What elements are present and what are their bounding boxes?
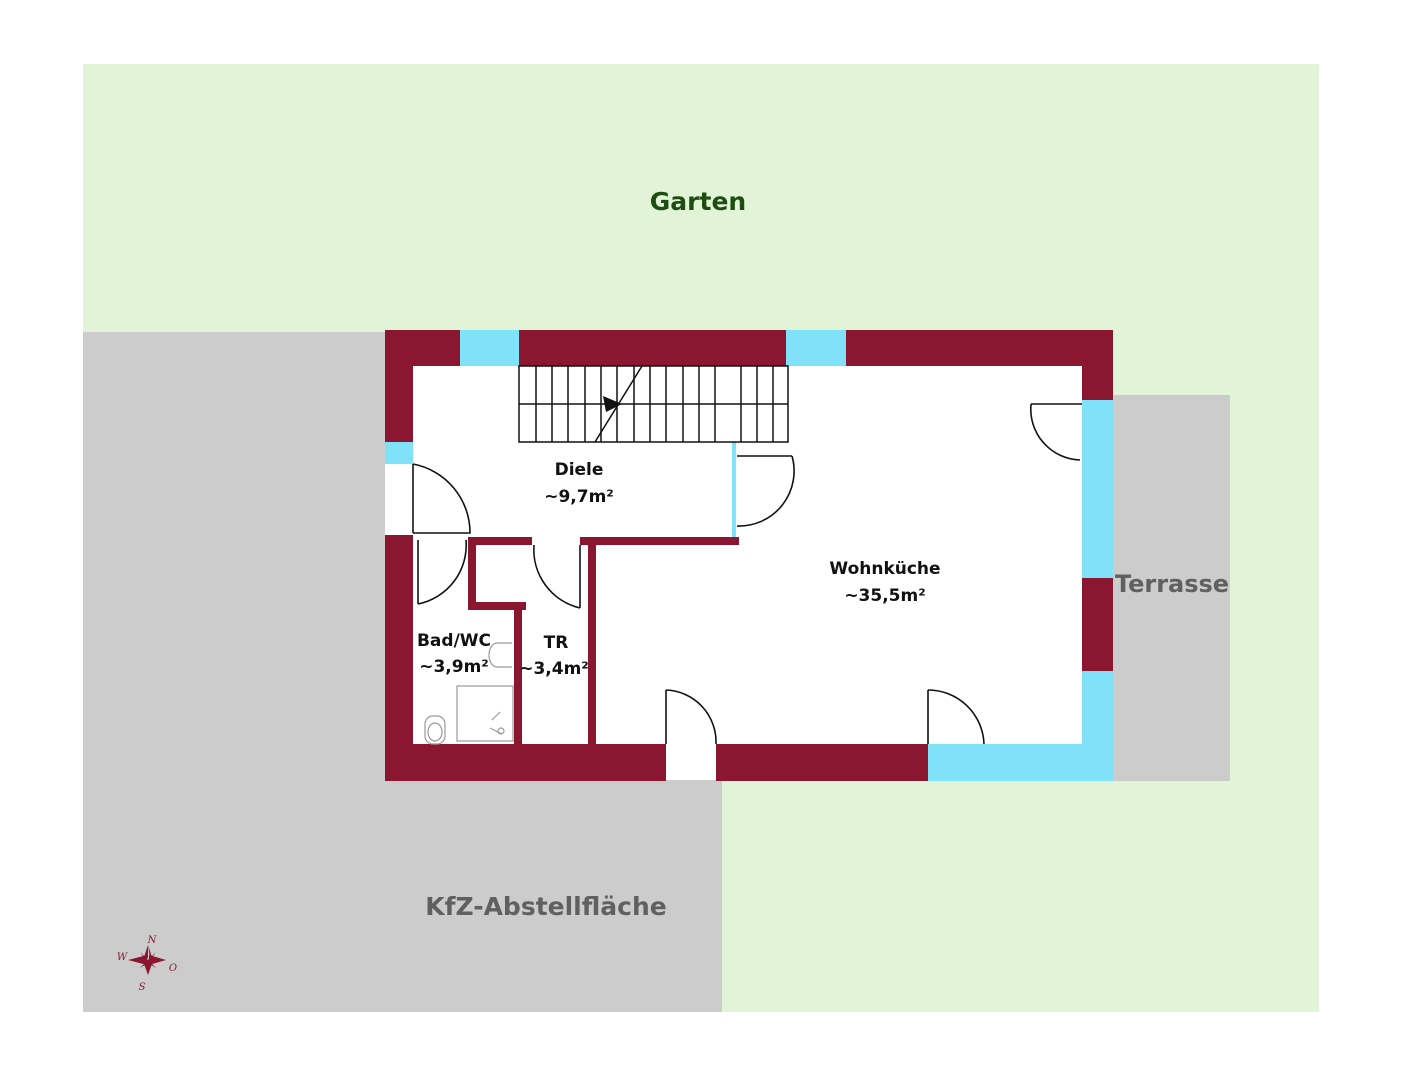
terrace-area — [1113, 395, 1230, 781]
wall-west-1 — [385, 330, 413, 442]
compass-w: W — [117, 952, 128, 963]
garden-area-east — [1112, 330, 1319, 398]
bath-door — [417, 539, 468, 605]
doors — [396, 403, 1082, 745]
sink-icon — [488, 642, 512, 668]
garden-label: Garten — [650, 187, 746, 216]
garden-area-south — [720, 780, 1319, 1012]
room-name-hall: Diele — [555, 460, 604, 480]
walls — [385, 330, 1113, 781]
wall-hall-south-1 — [468, 537, 532, 545]
bathroom-fixtures — [424, 642, 514, 745]
wall-north-2 — [519, 330, 786, 366]
window-east-1 — [1082, 400, 1113, 578]
compass-s: S — [139, 982, 146, 993]
room-size-hall: ~9,7m² — [544, 487, 614, 507]
stair-direction-arrow-icon — [603, 396, 622, 412]
terrace-label: Terrasse — [1115, 570, 1229, 598]
storage-door — [533, 544, 581, 609]
shower-icon — [456, 685, 514, 742]
wall-bath-east-lower — [514, 602, 522, 745]
terrace-door — [1029, 403, 1082, 461]
wall-south-1 — [385, 744, 666, 781]
room-size-living: ~35,5m² — [844, 586, 925, 606]
room-name-living: Wohnküche — [829, 559, 940, 579]
room-size-bath: ~3,9m² — [419, 657, 489, 677]
wall-east-2 — [1082, 578, 1113, 671]
wall-hall-south-2 — [580, 537, 739, 545]
wall-storage-east — [588, 537, 596, 745]
compass-rose-icon: N S W O — [117, 935, 177, 993]
outdoor-areas — [83, 64, 1319, 1012]
living-door — [736, 455, 795, 527]
entrance-door — [396, 463, 471, 535]
window-north-1 — [460, 330, 519, 366]
garden-area — [83, 64, 1319, 332]
toilet-icon — [424, 715, 446, 745]
wall-south-2 — [716, 744, 928, 781]
windows — [385, 330, 1113, 781]
room-name-storage: TR — [544, 633, 569, 653]
parking-label: KfZ-Abstellfläche — [425, 892, 666, 921]
compass-o: O — [169, 963, 177, 974]
wall-west-2 — [385, 535, 413, 781]
wall-bath-east-upper — [468, 537, 476, 610]
window-glass-partition — [732, 440, 736, 537]
wall-north-3 — [846, 330, 1113, 366]
garden-area-southeast — [1230, 395, 1319, 785]
south-door — [665, 689, 717, 745]
parking-area — [83, 332, 388, 1012]
room-size-storage: ~3,4m² — [519, 659, 589, 679]
staircase — [518, 365, 789, 443]
room-name-bath: Bad/WC — [417, 631, 491, 651]
window-west — [385, 442, 413, 464]
parking-area-south — [385, 780, 722, 1012]
wall-bath-step — [468, 602, 526, 610]
wall-east-1 — [1082, 330, 1113, 400]
window-south — [928, 744, 1113, 781]
window-north-2 — [786, 330, 846, 366]
compass-n: N — [147, 935, 158, 946]
south-east-door — [927, 689, 985, 745]
